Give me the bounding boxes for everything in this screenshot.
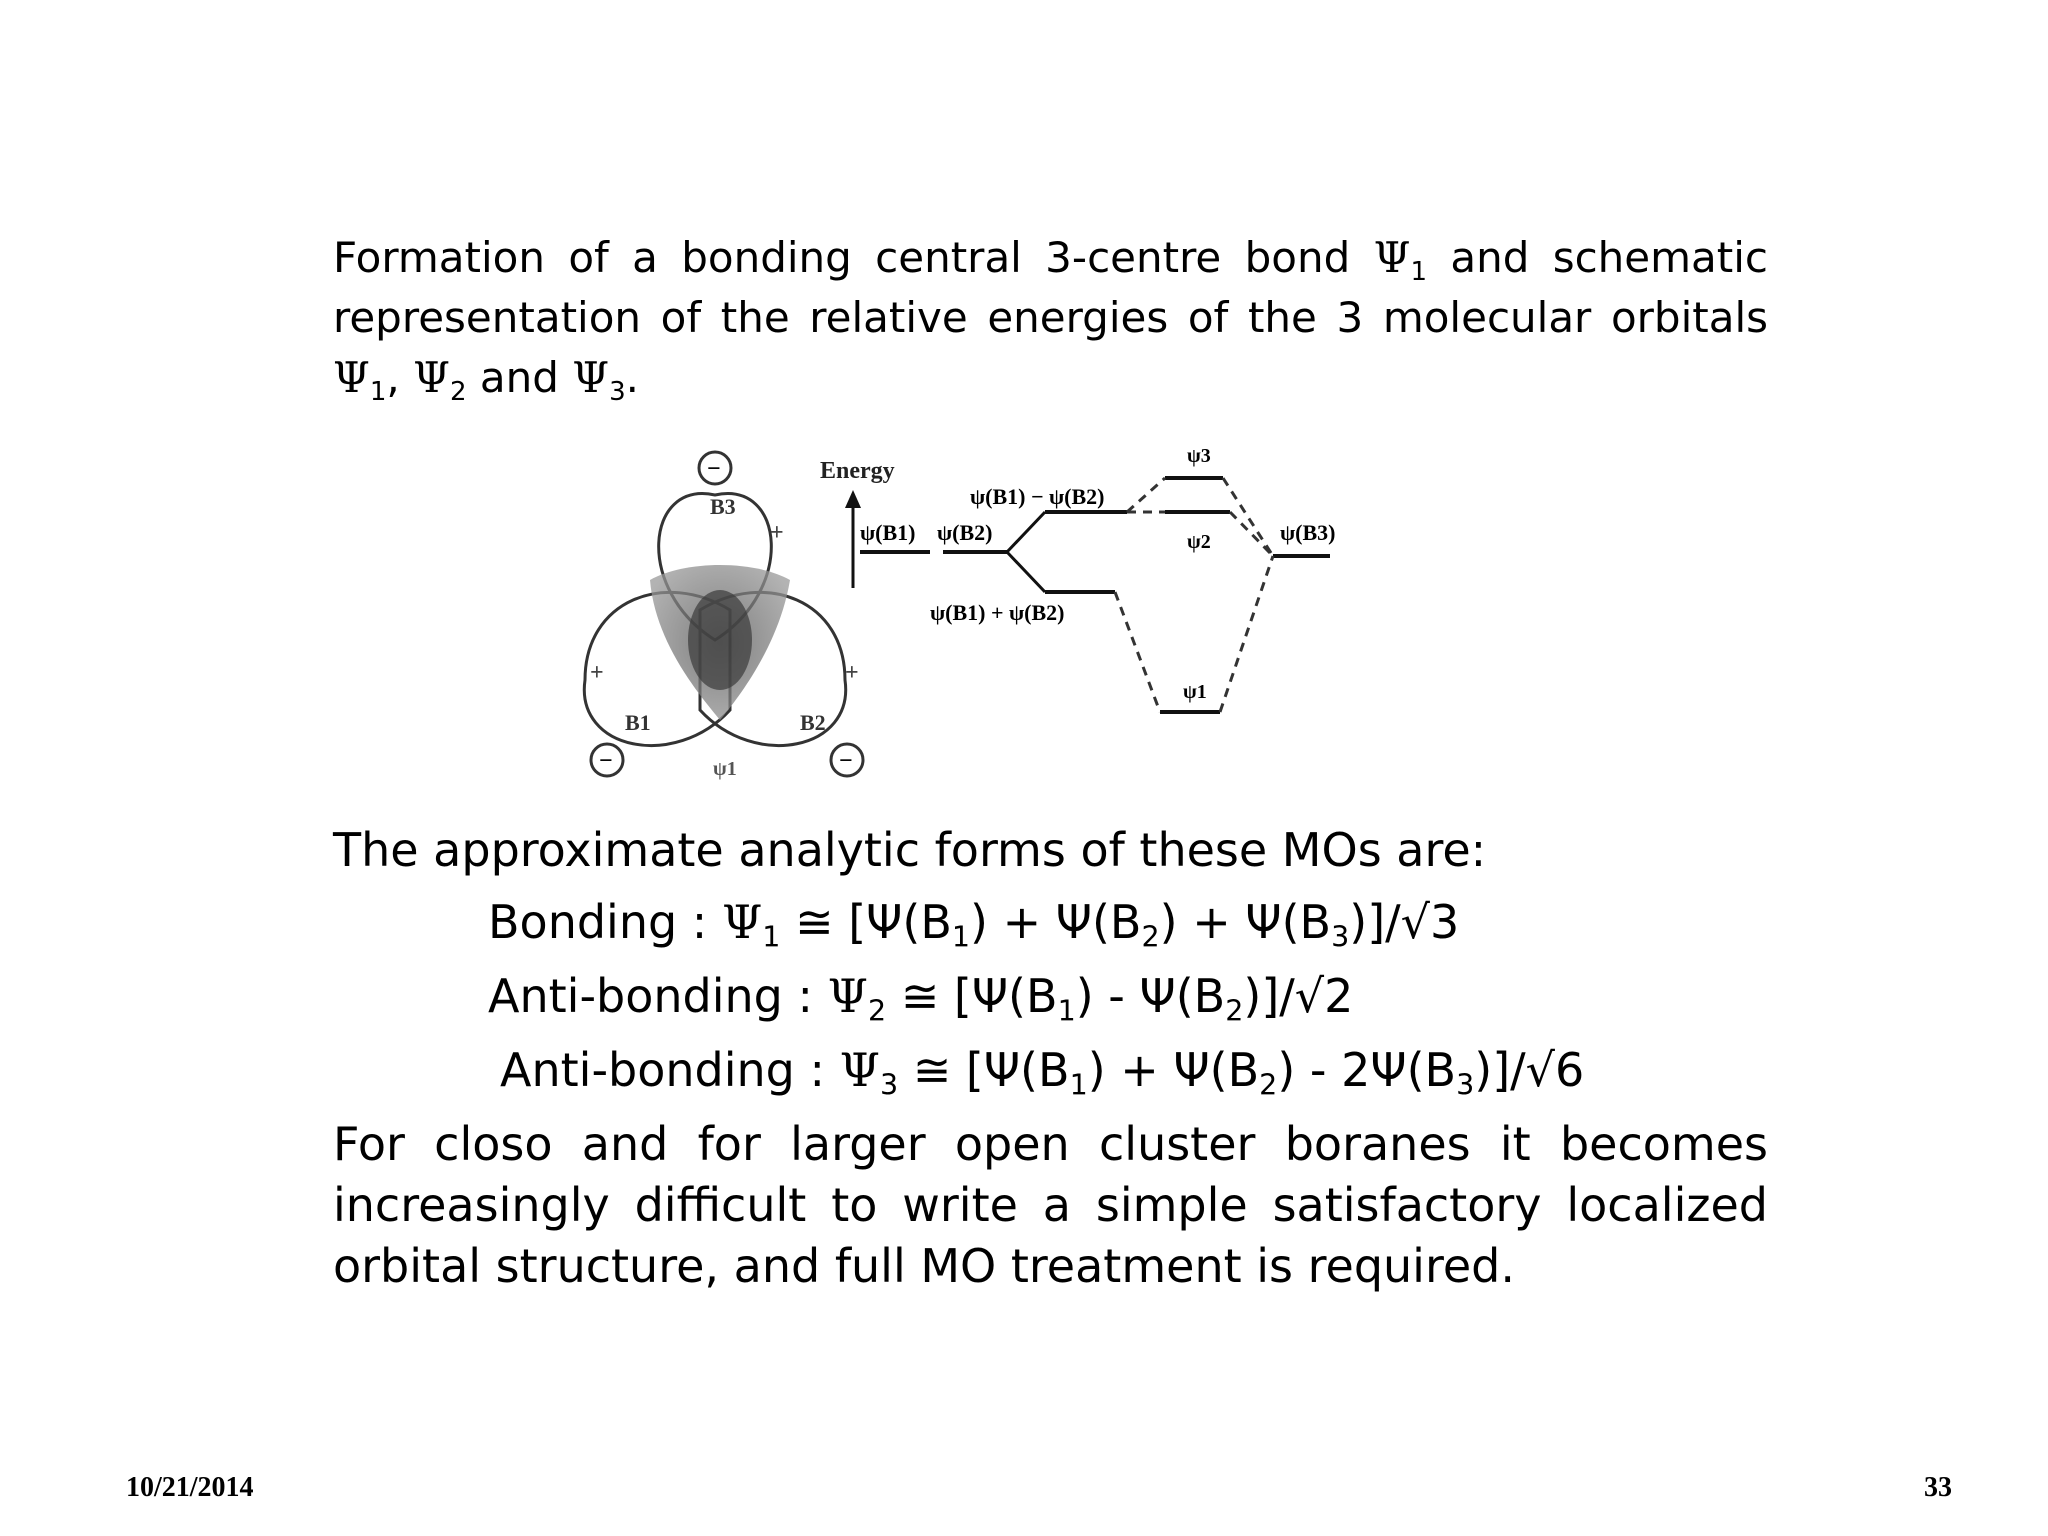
- level-label-psi-b1-minus-b2: ψ(B1) − ψ(B2): [970, 484, 1104, 509]
- subscript: 3: [879, 1068, 899, 1102]
- equation-label: Anti-bonding :: [500, 1043, 840, 1097]
- equation-term: ) - Ψ(B: [1075, 969, 1226, 1023]
- equation-bonding: Bonding : Ψ1 ≅ [Ψ(B1) + Ψ(B2) + Ψ(B3)]/√…: [488, 892, 1459, 952]
- psi-symbol: Ψ: [413, 353, 450, 402]
- minus-sign: −: [839, 748, 853, 774]
- plus-sign: +: [770, 520, 784, 546]
- approx-symbol: ≅ [: [886, 969, 972, 1023]
- subscript: 2: [1141, 920, 1160, 954]
- intro-line-3: Ψ1, Ψ2 and Ψ3.: [333, 348, 1768, 408]
- conclusion-line-1: For closo and for larger open cluster bo…: [333, 1117, 1768, 1171]
- equation-term: )]/√2: [1243, 969, 1354, 1023]
- conclusion-line-3: orbital structure, and full MO treatment…: [333, 1239, 1515, 1293]
- correlation-dashes: [1113, 476, 1275, 713]
- equation-term: )]/√3: [1349, 895, 1460, 949]
- minus-lobe-b1: [589, 742, 625, 778]
- energy-axis-label: Energy: [820, 458, 895, 484]
- subscript: 3: [609, 376, 626, 407]
- label-b1: B1: [625, 710, 651, 735]
- level-label-psi-b3: ψ(B3): [1280, 520, 1335, 545]
- intro-text: and schematic: [1427, 233, 1769, 282]
- label-psi1-orbital: ψ1: [713, 758, 737, 780]
- intro-text: Formation of a bonding central 3-centre …: [333, 233, 1374, 282]
- level-label-psi1: ψ1: [1183, 681, 1207, 703]
- approx-symbol: ≅ [: [780, 895, 867, 949]
- subscript: 2: [449, 376, 467, 407]
- equation-term: Ψ(B: [983, 1043, 1070, 1097]
- subscript: 1: [1069, 1068, 1088, 1102]
- equation-term: Ψ(B: [866, 895, 952, 949]
- page-number: 33: [1924, 1472, 1952, 1503]
- footer-date: 10/21/2014: [126, 1472, 254, 1503]
- subscript: 2: [1225, 994, 1244, 1028]
- level-label-psi-b1-plus-b2: ψ(B1) + ψ(B2): [930, 600, 1064, 625]
- subscript: 1: [762, 920, 781, 954]
- energy-level-diagram: Energy ψ(B1) ψ(B2) ψ(B1) − ψ(B2) ψ(B1) +…: [820, 445, 1335, 714]
- subscript: 3: [1456, 1068, 1475, 1102]
- central-overlap: [688, 590, 752, 690]
- label-b2: B2: [800, 710, 826, 735]
- subscript: 3: [1331, 920, 1350, 954]
- connector-up: [1005, 510, 1047, 554]
- level-label-psi-b2: ψ(B2): [937, 520, 992, 545]
- equation-term: ) + Ψ(B: [970, 895, 1142, 949]
- subscript: 2: [867, 994, 887, 1028]
- conclusion-line-2: increasingly difficult to write a simple…: [333, 1178, 1768, 1232]
- orbital-overlap-drawing: [582, 450, 865, 778]
- psi-symbol: Ψ: [572, 353, 610, 402]
- level-label-psi3: ψ3: [1187, 445, 1211, 467]
- orbital-diagram: − − − B3 B1 B2 ψ1 + + + Energy ψ(B1) ψ(B…: [582, 445, 1335, 780]
- level-label-psi2: ψ2: [1187, 531, 1211, 553]
- period: .: [625, 353, 639, 402]
- intro-paragraph: Formation of a bonding central 3-centre …: [333, 228, 1768, 408]
- psi-symbol: Ψ: [333, 353, 370, 402]
- energy-axis-arrowhead: [845, 490, 861, 508]
- equation-label: Bonding :: [488, 895, 722, 949]
- psi-symbol: Ψ: [1373, 233, 1411, 282]
- equation-antibonding-2: Anti-bonding : Ψ2 ≅ [Ψ(B1) - Ψ(B2)]/√2: [488, 966, 1353, 1026]
- intro-line-1: Formation of a bonding central 3-centre …: [333, 228, 1768, 288]
- label-b3: B3: [710, 494, 736, 519]
- intro-line-2: representation of the relative energies …: [333, 293, 1768, 342]
- equation-term: ) + Ψ(B: [1159, 895, 1332, 949]
- equation-antibonding-3: Anti-bonding : Ψ3 ≅ [Ψ(B1) + Ψ(B2) - 2Ψ(…: [500, 1040, 1584, 1100]
- analytic-heading: The approximate analytic forms of these …: [333, 823, 1487, 877]
- psi-symbol: Ψ: [839, 1043, 880, 1097]
- equation-term: ) - 2Ψ(B: [1277, 1043, 1457, 1097]
- conclusion-paragraph: For closo and for larger open cluster bo…: [333, 1114, 1768, 1297]
- plus-sign: +: [845, 660, 859, 686]
- minus-sign: −: [599, 748, 613, 774]
- conjunction: and: [466, 353, 573, 402]
- equation-label: Anti-bonding :: [488, 969, 828, 1023]
- minus-lobe-b2: [829, 742, 865, 778]
- equation-term: Ψ(B: [971, 969, 1058, 1023]
- plus-sign: +: [590, 660, 604, 686]
- minus-sign: −: [707, 456, 721, 482]
- minus-lobe-b3: [697, 450, 733, 486]
- psi-symbol: Ψ: [827, 969, 868, 1023]
- separator: ,: [386, 353, 414, 402]
- equation-term: ) + Ψ(B: [1087, 1043, 1260, 1097]
- subscript: 1: [369, 376, 387, 407]
- equation-term: )]/√6: [1474, 1043, 1585, 1097]
- subscript: 1: [951, 920, 971, 954]
- subscript: 1: [1057, 994, 1076, 1028]
- approx-symbol: ≅ [: [898, 1043, 984, 1097]
- level-label-psi-b1: ψ(B1): [860, 520, 915, 545]
- subscript: 2: [1259, 1068, 1278, 1102]
- subscript: 1: [1410, 256, 1427, 287]
- connector-down: [1005, 550, 1047, 594]
- psi-symbol: Ψ: [721, 895, 763, 949]
